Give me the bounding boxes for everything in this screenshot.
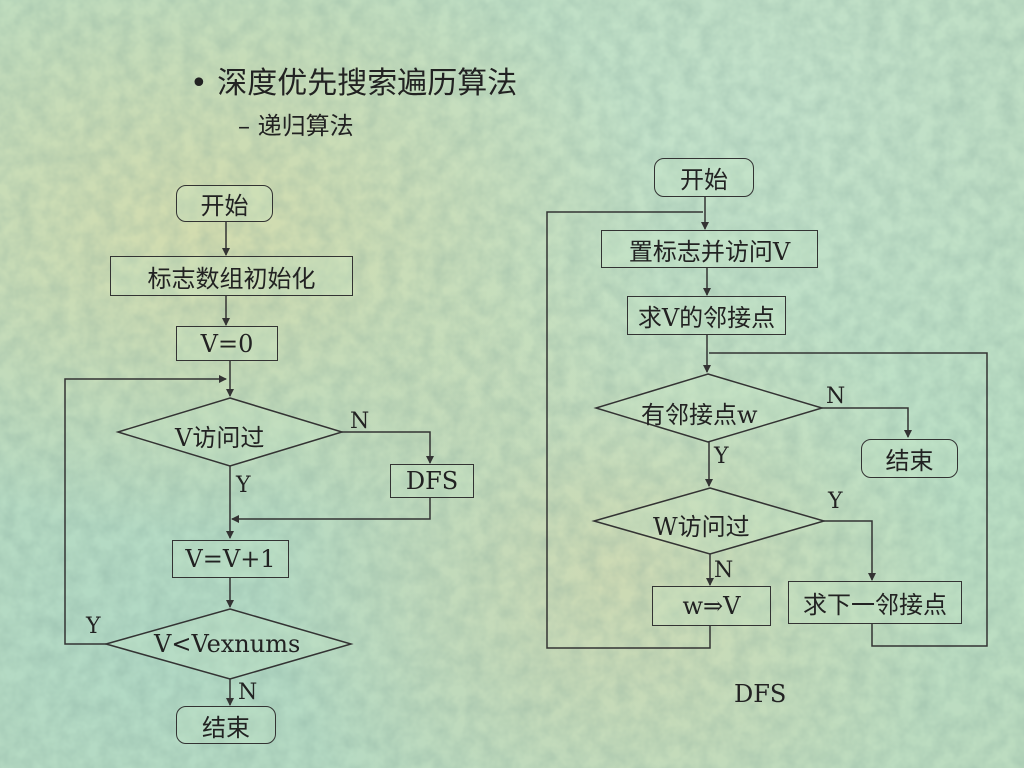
left-no-branch-label: N — [350, 409, 370, 434]
right-dfs-caption: DFS — [734, 680, 787, 708]
right-start-node: 开始 — [654, 158, 754, 197]
right-end-node: 结束 — [861, 439, 958, 478]
right-w-visited-label: W访问过 — [653, 513, 750, 541]
right-has-adjacent-decision — [593, 373, 825, 443]
slide-sub-bullet: – 递归算法 — [238, 112, 354, 140]
right-visited-yes-label: Y — [828, 489, 843, 514]
left-loop-yes-label: Y — [86, 614, 101, 639]
right-first-adjacent-node: 求V的邻接点 — [627, 296, 786, 335]
right-recurse-node: w⇒V — [652, 586, 771, 626]
left-yes-branch-label: Y — [236, 473, 251, 498]
left-dfs-node: DFS — [390, 464, 474, 498]
right-has-adjacent-label: 有邻接点w — [641, 401, 758, 429]
right-mark-visit-node: 置标志并访问V — [601, 230, 818, 268]
left-loop-condition-label: V<Vexnums — [154, 630, 301, 658]
right-has-adjacent-yes-label: Y — [714, 444, 729, 469]
left-increment-node: V=V+1 — [172, 540, 289, 578]
left-visited-label: V访问过 — [175, 424, 265, 452]
left-init-node: 标志数组初始化 — [110, 256, 353, 296]
right-no-adjacent-label: N — [826, 384, 846, 409]
left-set-v-node: V=0 — [176, 326, 278, 361]
right-next-adjacent-node: 求下一邻接点 — [788, 581, 962, 624]
right-visited-no-label: N — [714, 558, 734, 583]
dash-marker: – — [238, 112, 258, 140]
left-start-node: 开始 — [176, 185, 273, 222]
bullet-dot: • — [190, 66, 218, 101]
left-loop-no-label: N — [238, 680, 258, 705]
slide-bullet-title: • 深度优先搜索遍历算法 — [190, 66, 518, 101]
left-end-node: 结束 — [176, 706, 276, 744]
